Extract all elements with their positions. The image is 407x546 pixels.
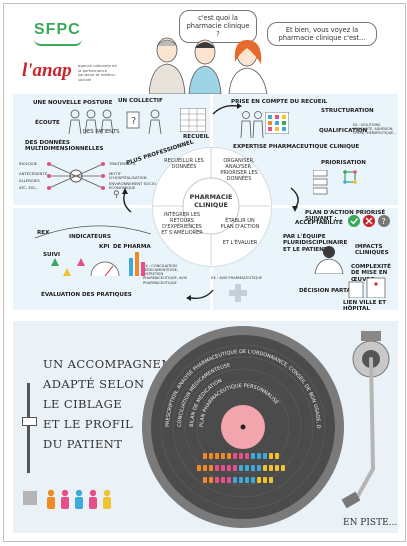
label-rex: REX [37, 230, 50, 236]
volume-slider-knob[interactable] [22, 417, 37, 426]
label-indicateurs: INDICATEURS [69, 234, 112, 240]
data-network-icon [47, 162, 105, 190]
label-priorisation: PRIORISATION [321, 160, 366, 166]
label-acceptabilite: ACCEPTABILITÉ [295, 220, 343, 226]
recueil-grid-icon [180, 108, 206, 132]
label-qualification-items: EX : SOLUTIONS, EFFICACITÉ, ADHÉSION, CH… [353, 123, 397, 135]
cycle-step-integrer: INTÉGRER LES RETOURS D'EXPÉRIENCES ET S'… [161, 212, 203, 236]
label-ecoute: ÉCOUTE [35, 120, 60, 126]
cycle-step-recueillir: RECUEILLIR LES DONNÉES [164, 158, 204, 170]
anap-logo: l'anap [22, 60, 72, 81]
item-traitements: TRAITEMENTS [109, 161, 136, 166]
label-kpi: KPI [99, 244, 110, 250]
cycle-center-label: PHARMACIE CLINIQUE [189, 193, 233, 209]
vinyl-record: PRESCRIPTION, ANALYSE PHARMACEUTIQUE DE … [141, 325, 344, 528]
label-de-pharma: DE PHARMA [113, 244, 151, 250]
flow-arrow-icons [122, 103, 299, 301]
turntable-panel: UN ACCOMPAGNEMENT ADAPTÉ SELON LE CIBLAG… [13, 321, 398, 533]
person-man-icon [149, 37, 186, 94]
item-environnement: ENVIRONNEMENT SOCIO-ÉCONOMIQUE [109, 181, 158, 191]
cycle-step-plan: ÉTABLIR UN PLAN D'ACTION [220, 218, 260, 230]
label-evaluation-pratiques: ÉVALUATION DES PRATIQUES [41, 292, 132, 298]
label-impacts-cliniques: IMPACTS CLINIQUES [355, 244, 389, 257]
label-expertise: EXPERTISE PHARMACEUTIQUE CLINIQUE [233, 144, 360, 150]
doctor-patient-icon [314, 246, 344, 274]
label-decision-partagee: DÉCISION PARTAGÉE [299, 288, 364, 294]
label-nouvelle-posture: UNE NOUVELLE POSTURE [33, 100, 113, 106]
stop-square-icon[interactable] [23, 491, 37, 505]
label-qualification: QUALIFICATION [319, 128, 368, 134]
pharmacy-cross-icon [229, 284, 247, 302]
priorisation-checklist-icon [313, 170, 357, 195]
sfpc-logo-arc-icon [34, 39, 82, 46]
accompagnement-line-2: ADAPTÉ SELON [43, 377, 145, 391]
acceptability-choice-icons: ? [348, 215, 390, 227]
item-motif: MOTIF D'HOSPITALISATION [109, 171, 147, 181]
accompagnement-line-5: DU PATIENT [43, 437, 123, 451]
cycle-step-evaluer: ET L'ÉVALUER [222, 240, 258, 246]
label-par-equipe: PAR L'ÉQUIPE PLURIDISCIPLINAIRE ET LE PA… [283, 234, 348, 253]
accompagnement-line-1: UN ACCOMPAGNEMENT [43, 357, 201, 371]
en-piste-label: EN PISTE... [343, 518, 398, 528]
people-illustration [149, 37, 268, 94]
label-lien-ville-hopital: LIEN VILLE ET HÔPITAL [343, 300, 387, 313]
label-structuration: STRUCTURATION [321, 108, 374, 114]
accompagnement-line-3: LE CIBLAGE [43, 397, 123, 411]
speech-bubble-answer: Et bien, vous voyez la pharmacie cliniqu… [267, 22, 377, 47]
person-woman-icon [228, 40, 268, 94]
hospital-building-icon [348, 277, 386, 298]
svg-text:?: ? [382, 217, 386, 226]
label-suivi: SUIVI [43, 252, 61, 258]
label-plan-action: PLAN D'ACTION PRIORISÉ SUIVANT : [305, 210, 386, 223]
volume-slider-track[interactable] [27, 383, 30, 473]
sfpc-logo: SFPC [34, 21, 81, 38]
item-biologie: BIOLOGIE [19, 161, 38, 166]
svg-text:?: ? [131, 116, 136, 127]
tonearm[interactable] [329, 329, 395, 519]
label-collectif: UN COLLECTIF [118, 98, 163, 104]
anap-tagline: agence nationale de la performance sanit… [78, 63, 117, 82]
speech-bubble-question: c'est quoi la pharmacie clinique ? [179, 10, 257, 43]
infographic-page: SFPC l'anap agence nationale de la perfo… [3, 3, 406, 542]
cycle-panel: UNE NOUVELLE POSTURE UN COLLECTIF ÉCOUTE… [13, 94, 398, 313]
cycle-arrows [152, 147, 270, 265]
item-atc: ATC, EIG... [19, 185, 39, 190]
label-donnees-multidimensionnelles: DES DONNÉES MULTIDIMENSIONNELLES [25, 140, 104, 153]
label-recueil: RECUEIL [183, 134, 210, 140]
label-ex-avis: EX : AVIS PHARMACEUTIQUE [211, 276, 263, 280]
label-prise-en-compte: PRISE EN COMPTE DU RECUEIL [231, 99, 328, 105]
record-people-icons [197, 453, 285, 483]
evaluation-gauges-icon [34, 225, 152, 277]
cycle-step-organiser: ORGANISER, ANALYSER, PRIORISER LES DONNÉ… [220, 158, 258, 182]
item-antecedents: ANTÉCÉDENTS [19, 171, 48, 176]
collectif-people-icon: ? [68, 109, 162, 135]
accompagnement-line-4: ET LE PROFIL [43, 417, 134, 431]
item-allergies: ALLERGIES [19, 178, 40, 183]
person-young-icon [188, 39, 222, 94]
pharmacist-figures-icon [240, 111, 264, 139]
patients-group-icon [47, 489, 111, 509]
binoculars-person-icon: ⚲ [113, 190, 120, 200]
label-ex-conciliation: EX : CONCILIATION MÉDICAMENTEUSE, ENTRET… [143, 264, 188, 285]
structuration-grid-icon [265, 112, 289, 134]
label-complexite: COMPLEXITÉ DE MISE EN ŒUVRE [351, 264, 391, 283]
